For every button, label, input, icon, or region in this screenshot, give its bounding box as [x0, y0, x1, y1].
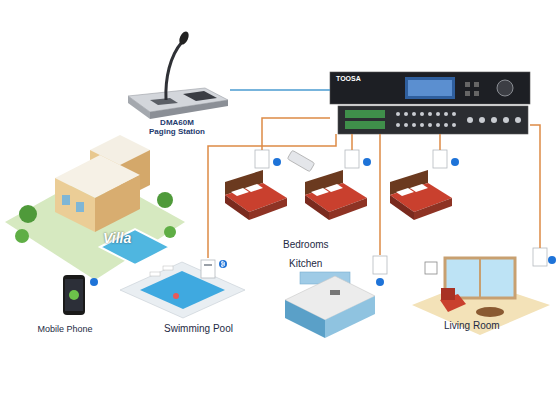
bluetooth-icon: [90, 278, 98, 286]
node-label: Living Room: [444, 320, 500, 332]
signal-wire: [439, 134, 441, 150]
villa-illustration: [5, 135, 185, 280]
room-node: Swimming Pool: [120, 258, 250, 340]
node-label: TOOSA: [336, 75, 361, 83]
bedrooms-illustration: [225, 150, 459, 220]
signal-wire: [262, 118, 330, 150]
node-label: Villa: [103, 230, 131, 246]
room-node: Living Room: [410, 248, 555, 348]
signal-wire: [351, 134, 353, 150]
node-label: Swimming Pool: [164, 323, 233, 335]
device-node: Mobile Phone: [20, 272, 110, 338]
signal-wire: [230, 89, 330, 91]
amplifier-illustration: [287, 72, 530, 172]
node-label: Kitchen: [289, 258, 322, 270]
device-node: TOOSA: [330, 72, 530, 134]
signal-wire: [208, 134, 336, 258]
signal-wire: [530, 125, 540, 248]
device-node: DMA60M Paging Station: [125, 30, 230, 140]
phone-illustration: [63, 275, 85, 315]
kitchen-illustration: [285, 256, 387, 338]
room-node: Kitchen: [275, 255, 390, 345]
paging-station-illustration: [128, 30, 228, 119]
pool-illustration: [120, 260, 245, 318]
room-node: Bedrooms: [215, 150, 455, 253]
signal-wire: [379, 134, 381, 255]
node-label: Mobile Phone: [20, 324, 110, 334]
node-label: DMA60M Paging Station: [147, 118, 207, 136]
living-room-illustration: [412, 248, 556, 335]
node-label: Bedrooms: [283, 239, 329, 251]
area-node: Villa: [5, 130, 185, 288]
